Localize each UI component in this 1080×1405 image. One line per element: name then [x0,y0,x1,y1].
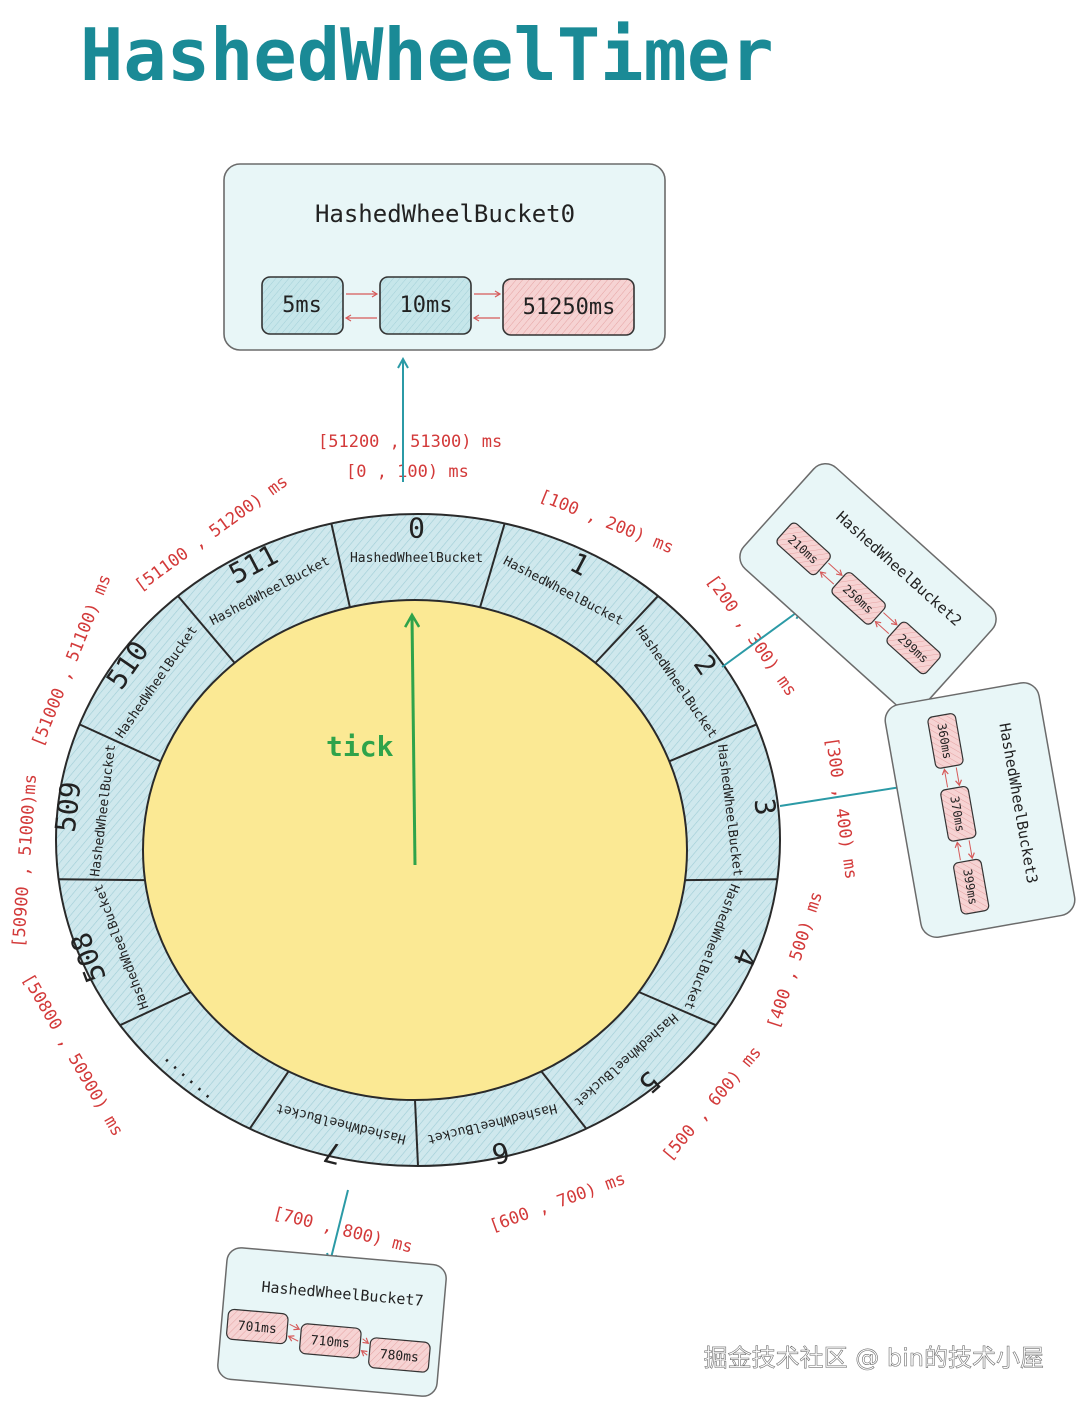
range-label-6: [600 , 700) ms [487,1169,628,1237]
slot-divider [540,1070,588,1130]
range-label-0: [0 , 100) ms [346,462,469,482]
bucket0-node-3 [502,278,635,336]
bucket7-node-1-label: 701ms [237,1319,277,1337]
arrow-to-bucket3 [779,785,914,807]
page-title: HashedWheelTimer [80,13,774,97]
bucket0-node-1 [261,276,344,335]
bucket-arrows [330,360,914,1262]
bucket0-title: HashedWheelBucket0 [315,200,575,228]
slot-divider [685,878,778,882]
bucket0-node-1-label: 5ms [282,293,322,318]
bucket3-node-2-label: 370ms [947,795,967,833]
slot-divider [248,1070,290,1130]
bucket0-node-2-label: 10ms [400,293,453,318]
bucket7-node-3-label: 780ms [379,1347,419,1365]
slot-bucket-label-0: HashedWheelBucket [350,551,483,566]
slot-divider [594,595,659,664]
range-label-3: [300 , 400) ms [821,736,861,881]
bucket0-node-2 [379,276,472,335]
bucket7-node-2-label: 710ms [310,1333,350,1351]
arrow-to-bucket7 [330,1189,349,1262]
slot-divider [479,523,506,608]
slot-divider [330,523,351,608]
bucket3-node-3-label: 399ms [960,868,980,906]
tick-pointer-arrow [412,616,415,866]
slot-divider [177,595,236,664]
slot-divider [668,723,757,763]
slot-index-3: 3 [747,796,782,817]
slot-divider [79,723,162,763]
range-label-4: [400 , 500) ms [764,889,827,1031]
range-label-509: [50900 , 51000)ms [9,773,41,948]
slot-dividers [58,523,778,1167]
watermark: 掘金技术社区 @ bin的技术小屋 [704,1344,1044,1372]
slot-divider [638,991,717,1027]
bucket-box-7: HashedWheelBucket7 701ms 710ms 780ms [217,1247,447,1397]
slot-divider [58,878,145,882]
bucket0-node-3-label: 51250ms [523,295,616,320]
bucket-box-0: HashedWheelBucket0 5ms 10ms 51250ms [223,163,666,351]
slot-divider [414,1099,419,1167]
range-label-0-upper: [51200 , 51300) ms [318,432,502,452]
bucket-box-3: HashedWheelBucket3 360ms 370ms 399ms [884,682,1076,938]
arrow-to-bucket2 [721,610,800,668]
slot-index-10: 509 [49,780,88,834]
tick-label: tick [326,730,394,763]
slot-divider [119,991,192,1027]
bucket3-node-1-label: 360ms [934,722,954,760]
slot-index-0: 0 [408,512,425,545]
